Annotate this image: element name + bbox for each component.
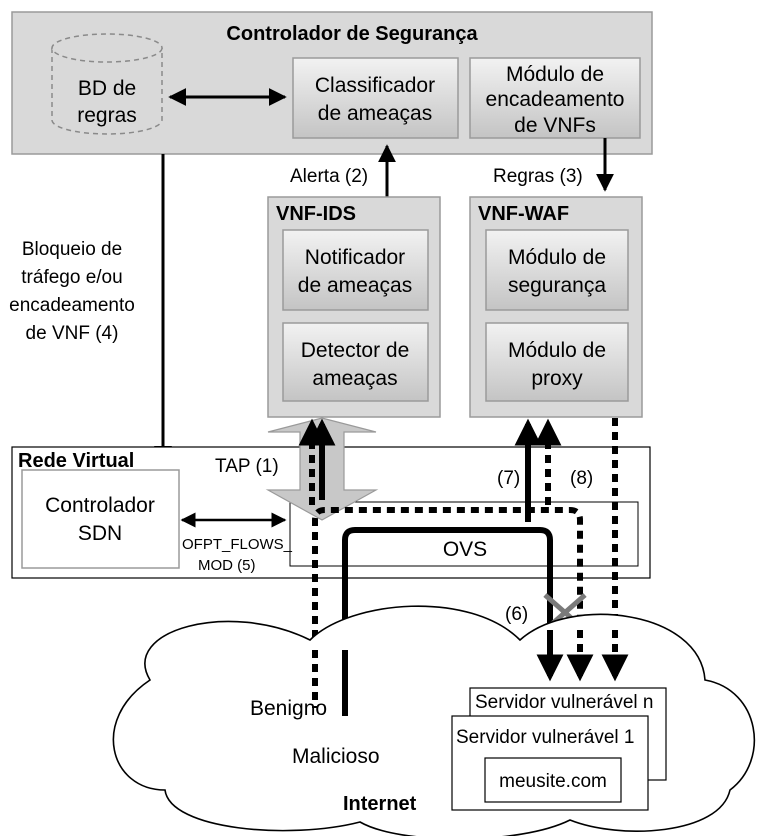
security-line1: Módulo de <box>508 246 606 269</box>
rules-database: BD de regras <box>51 33 163 135</box>
vnf-chaining-module-box: Módulo de encadeamento de VNFs <box>469 57 641 139</box>
malicious-path <box>342 527 564 716</box>
benign-path <box>312 507 594 708</box>
sdn-line2: SDN <box>78 522 122 545</box>
internet-label: Internet <box>343 793 417 815</box>
security-module-box <box>485 229 629 311</box>
malicious-label: Malicioso <box>292 745 380 768</box>
label-8: (8) <box>570 468 593 489</box>
site-label: meusite.com <box>499 771 607 792</box>
chaining-line3: de VNFs <box>514 114 596 137</box>
security-line2: segurança <box>508 274 606 297</box>
sdn-line1: Controlador <box>45 494 155 517</box>
block-line1: Bloqueio de <box>22 239 122 260</box>
vnf-ids: VNF-IDS Notificador de ameaças Detector … <box>267 196 441 418</box>
label-7: (7) <box>497 468 520 489</box>
chaining-line1: Módulo de <box>506 63 604 86</box>
notifier-box <box>282 229 429 311</box>
server-n-label: Servidor vulnerável n <box>475 692 653 713</box>
notifier-line2: de ameaças <box>298 274 412 297</box>
threat-classifier-box: Classificador de ameaças <box>292 57 459 139</box>
proxy-line1: Módulo de <box>508 339 606 362</box>
security-controller: Controlador de Segurança BD de regras Cl… <box>11 11 653 155</box>
benign-label: Benigno <box>250 697 327 720</box>
notifier-line1: Notificador <box>305 246 405 269</box>
chaining-line2: encadeamento <box>486 88 625 111</box>
block-label: Bloqueio de tráfego e/ou encadeamento de… <box>9 239 135 344</box>
rules-label: Regras (3) <box>493 166 583 187</box>
classifier-line2: de ameaças <box>318 102 432 125</box>
vnf-ids-title: VNF-IDS <box>276 203 356 225</box>
controller-title: Controlador de Segurança <box>226 23 478 45</box>
virtual-network-title: Rede Virtual <box>18 450 134 472</box>
ofpt-line1: OFPT_FLOWS_ <box>182 536 293 553</box>
proxy-module-box <box>485 322 629 402</box>
alert-label: Alerta (2) <box>290 166 368 187</box>
detector-line2: ameaças <box>312 367 397 390</box>
tap-label: TAP (1) <box>215 456 279 477</box>
ofpt-line2: MOD (5) <box>198 557 256 574</box>
ovs-label: OVS <box>443 538 487 561</box>
server-1-label: Servidor vulnerável 1 <box>456 727 634 748</box>
block-line2: tráfego e/ou <box>21 267 122 288</box>
classifier-line1: Classificador <box>315 74 435 97</box>
vnf-waf-title: VNF-WAF <box>478 203 569 225</box>
sdn-controller-box <box>21 469 180 569</box>
rules-db-line2: regras <box>77 104 137 127</box>
block-line4: de VNF (4) <box>26 323 119 344</box>
proxy-line2: proxy <box>531 367 583 390</box>
rules-db-line1: BD de <box>78 77 136 100</box>
site-box <box>484 757 622 803</box>
vnf-waf: VNF-WAF Módulo de segurança Módulo de pr… <box>469 196 643 418</box>
server-1: Servidor vulnerável 1 meusite.com <box>451 715 649 811</box>
detector-box <box>282 322 429 402</box>
block-line3: encadeamento <box>9 295 135 316</box>
label-6: (6) <box>505 604 528 625</box>
detector-line1: Detector de <box>301 339 410 362</box>
